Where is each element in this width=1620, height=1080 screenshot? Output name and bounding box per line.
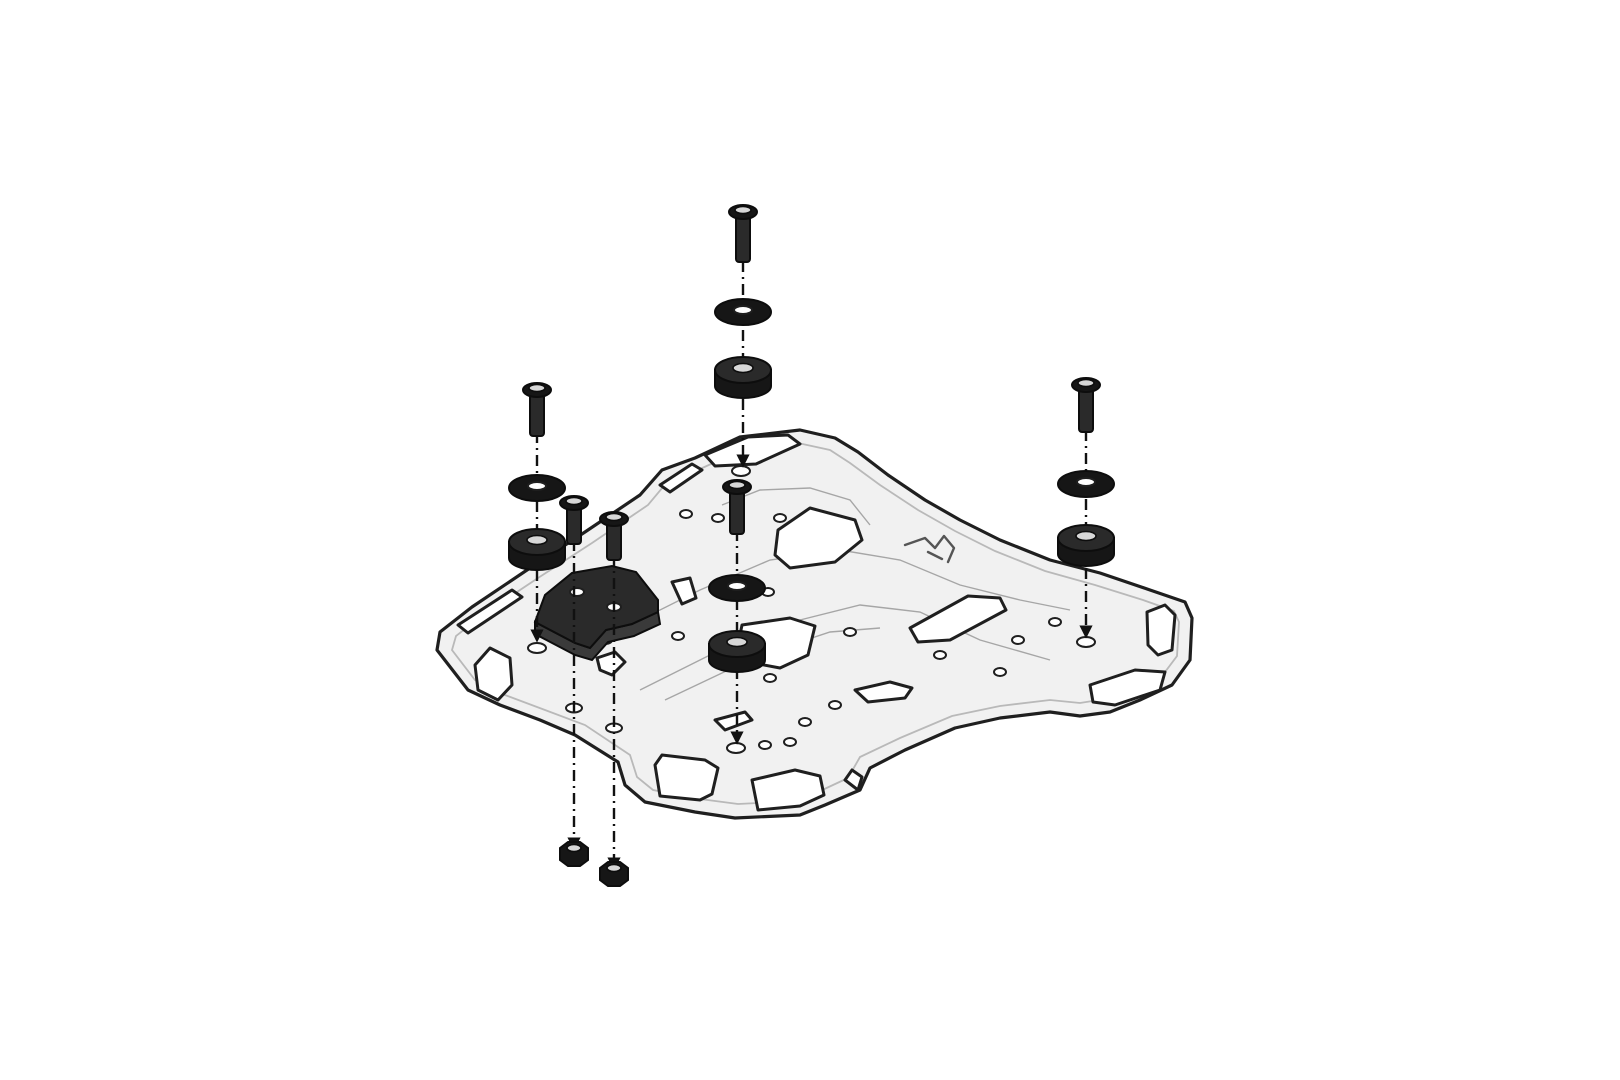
plate-slot <box>1088 668 1167 707</box>
rubber-grommet <box>508 528 566 571</box>
plate-hole <box>711 513 725 523</box>
hardware-stack-center <box>708 479 766 673</box>
rubber-grommet <box>714 356 772 399</box>
plate-slot <box>908 594 1008 644</box>
bolt-head-top <box>728 480 746 490</box>
plate-groove <box>721 487 871 526</box>
mounting-hole <box>726 742 746 754</box>
mounting-hole <box>527 642 547 654</box>
plate-slot <box>773 506 864 570</box>
washer-hole <box>527 481 547 491</box>
bolt-head-top <box>734 205 752 215</box>
rubber-grommet <box>708 630 766 673</box>
plate-hole <box>798 717 812 727</box>
rack-plate <box>435 428 1194 820</box>
grommet-hole <box>726 636 748 648</box>
washer-hole <box>727 581 747 591</box>
plate-slot <box>473 646 514 702</box>
bolt-head-top <box>605 512 623 522</box>
plate-slot <box>703 433 802 468</box>
plate-hole <box>828 700 842 710</box>
plate-hole <box>1048 617 1062 627</box>
bolt-shank <box>735 215 751 263</box>
rubber-pad-top <box>533 564 659 650</box>
pad-hole <box>569 587 585 597</box>
plate-slot <box>595 650 627 677</box>
nut-hole <box>606 863 622 873</box>
bolt <box>522 382 552 437</box>
washer <box>508 474 566 502</box>
pad-bolt-right <box>599 511 629 561</box>
nut-right <box>599 861 629 887</box>
rack-plate-outline <box>435 428 1194 820</box>
nut-left <box>559 841 589 867</box>
washer-hole <box>733 305 753 315</box>
plate-hole <box>993 667 1007 677</box>
plate-hole <box>773 513 787 523</box>
washer-hole <box>1076 477 1096 487</box>
bolt-shank <box>529 391 545 437</box>
bolt-head-top <box>528 383 546 393</box>
bolt-shank <box>1078 387 1094 433</box>
bolt-shank <box>729 489 745 535</box>
washer <box>714 298 772 326</box>
rubber-grommet <box>1057 524 1115 567</box>
grommet-hole <box>526 534 548 546</box>
bolt-shank <box>566 505 582 545</box>
mounting-hole <box>1076 636 1096 648</box>
bolt <box>1071 377 1101 433</box>
plate-slot <box>843 768 864 792</box>
plate-hole <box>843 627 857 637</box>
plate-slot <box>456 588 524 635</box>
plate-slot <box>653 753 720 802</box>
bolt-shank <box>606 521 622 561</box>
plate-slot <box>1145 603 1177 657</box>
washer <box>708 574 766 602</box>
rubber-pad <box>533 564 662 662</box>
plate-slot <box>658 462 704 494</box>
plate-hole <box>679 509 693 519</box>
plate-hole <box>671 631 685 641</box>
plate-slot <box>670 576 698 606</box>
brand-logo-icon <box>903 534 956 564</box>
nut-hole <box>566 843 582 853</box>
pad-bolt-left <box>559 495 589 545</box>
plate-hole <box>783 737 797 747</box>
plate-hole <box>933 650 947 660</box>
washer <box>1057 470 1115 498</box>
plate-slot <box>750 768 826 812</box>
plate-slot <box>853 680 914 704</box>
hardware-stack-top <box>714 204 772 399</box>
hardware-stack-left <box>508 382 566 571</box>
grommet-hole <box>1075 530 1097 542</box>
plate-slot <box>713 710 754 732</box>
grommet-hole <box>732 362 754 374</box>
plate-hole <box>758 740 772 750</box>
plate-hole <box>763 673 777 683</box>
bolt <box>728 204 758 263</box>
bolt-head-top <box>565 496 583 506</box>
plate-hole <box>1011 635 1025 645</box>
bolt-head-top <box>1077 378 1095 388</box>
bolt <box>722 479 752 535</box>
mounting-hole <box>731 465 751 477</box>
hardware-stack-right <box>1057 377 1115 567</box>
